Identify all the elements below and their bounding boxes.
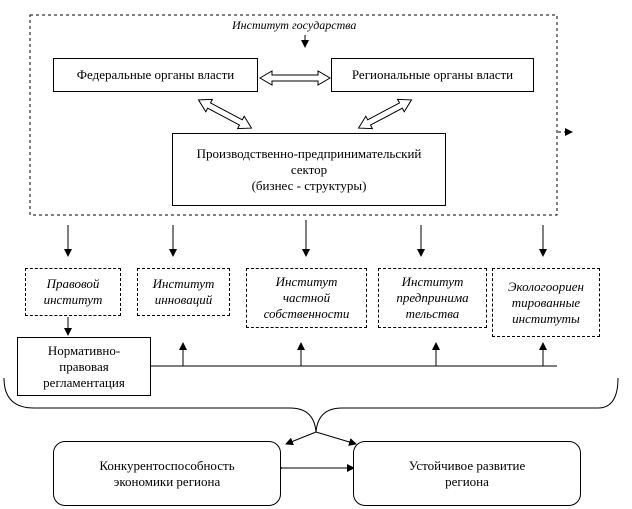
regulation-box: Нормативно- правовая регламентация	[17, 337, 151, 396]
state-institute-title: Институт государства	[232, 18, 357, 32]
innovation-institute-box: Институт инноваций	[137, 268, 230, 316]
federal-business-double-arrow	[197, 98, 253, 130]
regional-authorities-box: Региональные органы власти	[331, 58, 534, 92]
regional-business-double-arrow	[357, 98, 413, 130]
brace-arrow-left	[285, 431, 317, 446]
entrepreneurship-institute-box: Институт предпринима тельства	[378, 268, 487, 328]
legal-institute-box: Правовой институт	[25, 268, 121, 316]
competitiveness-box: Конкурентоспособность экономики региона	[53, 441, 281, 506]
federal-regional-double-arrow	[259, 70, 331, 86]
ecological-institutes-box: Экологоориен тированные институты	[492, 268, 600, 337]
business-sector-box: Производственно-предпринимательский сект…	[172, 133, 446, 206]
state-institute-frame	[29, 14, 558, 216]
federal-authorities-box: Федеральные органы власти	[53, 58, 258, 92]
private-property-institute-box: Институт частной собственности	[246, 268, 367, 328]
sustainable-development-box: Устойчивое развитие региона	[353, 441, 581, 506]
brace-arrow-right	[315, 431, 357, 446]
